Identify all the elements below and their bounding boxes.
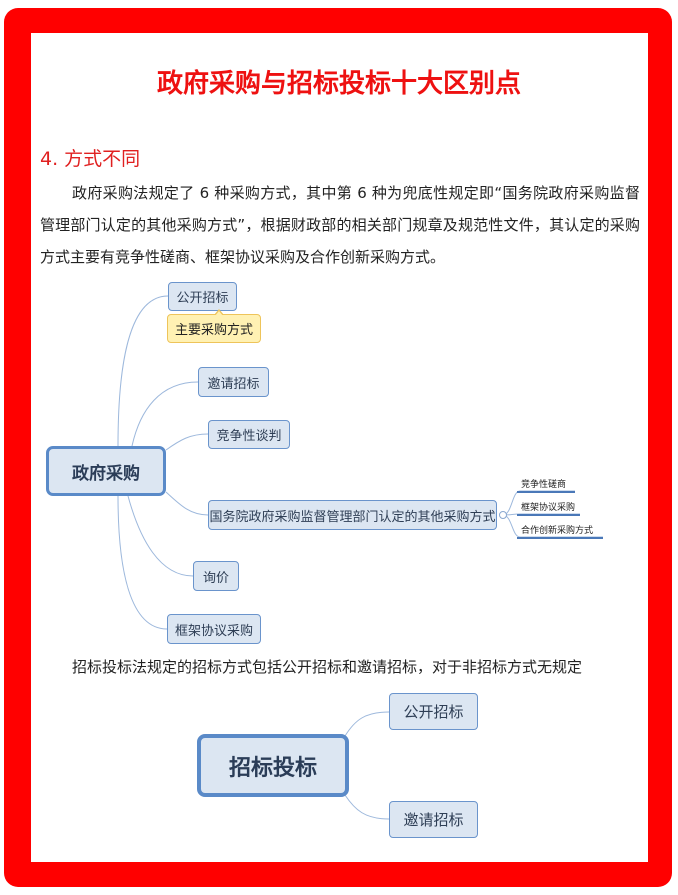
page-title: 政府采购与招标投标十大区别点: [156, 69, 521, 99]
leaf-competitive-consultation: 竞争性磋商: [521, 480, 567, 490]
callout-main-method: 主要采购方式: [167, 309, 261, 343]
node-open-tender-2: 公开招标: [389, 693, 478, 730]
node-framework-procurement: 框架协议采购: [167, 614, 261, 644]
leaf-framework-agreement: 框架协议采购: [521, 503, 576, 513]
leaf-cooperative-innovation: 合作创新采购方式: [521, 526, 594, 536]
mindmap-root-gov-procurement: 政府采购: [46, 446, 166, 496]
node-other-methods: 国务院政府采购监督管理部门认定的其他采购方式: [208, 500, 497, 530]
node-invited-tender-2: 邀请招标: [389, 801, 478, 838]
node-invited-tender: 邀请招标: [198, 367, 269, 397]
node-open-tender: 公开招标: [168, 282, 237, 311]
paragraph-gov-procurement: 政府采购法规定了 6 种采购方式，其中第 6 种为兜底性规定即“国务院政府采购监…: [40, 184, 640, 266]
node-competitive-negotiation: 竞争性谈判: [208, 420, 290, 449]
leaf-underline: [517, 537, 603, 539]
collapse-toggle-icon: [499, 511, 507, 519]
node-inquiry: 询价: [193, 561, 239, 591]
paragraph-tendering-law: 招标投标法规定的招标方式包括公开招标和邀请招标，对于非招标方式无规定: [72, 658, 583, 676]
section-heading: 4. 方式不同: [40, 148, 141, 170]
leaf-underline: [517, 491, 575, 493]
mindmap-root-tendering: 招标投标: [197, 734, 349, 797]
leaf-underline: [517, 514, 580, 516]
